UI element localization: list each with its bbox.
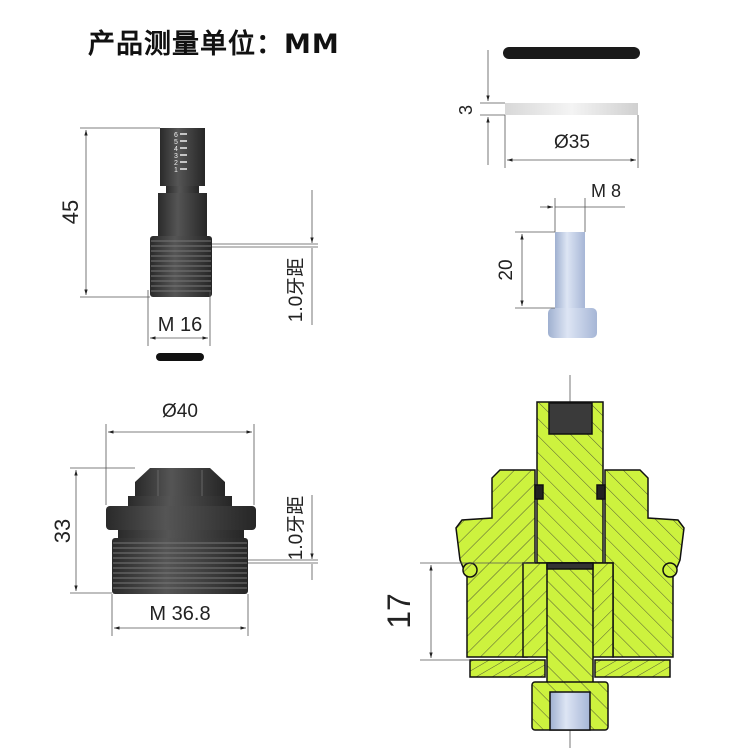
scale-mark: 5	[174, 139, 178, 146]
adjuster-dimensions	[80, 127, 318, 346]
cap-diameter-label: Ø40	[162, 401, 198, 422]
cap-thread-label: M 36.8	[149, 603, 210, 625]
o-ring-small	[156, 353, 204, 361]
washer-thickness-label: 3	[456, 105, 476, 115]
section-depth-label: 17	[381, 593, 417, 629]
washer-dimensions	[480, 50, 639, 168]
adjuster-pitch-label: 1.0牙距	[286, 258, 307, 322]
scale-mark: 3	[174, 153, 178, 160]
adjuster-thread-label: M 16	[158, 314, 202, 336]
scale-mark: 6	[174, 132, 178, 139]
adjuster-part: 6 5 4 3 2 1	[150, 128, 212, 361]
screw-length-label: 20	[496, 259, 517, 280]
washer	[505, 103, 638, 115]
cap-height-label: 33	[50, 519, 75, 543]
section-dimensions	[420, 562, 535, 661]
screw-thread-label: M 8	[591, 181, 621, 201]
cap-dimensions	[70, 424, 318, 636]
adjuster-length-label: 45	[58, 200, 83, 224]
screw-part	[548, 232, 597, 338]
scale-mark: 1	[174, 167, 178, 174]
o-ring-large	[503, 47, 640, 59]
washer-diameter-label: Ø35	[554, 132, 590, 153]
screw-dimensions	[515, 198, 625, 309]
scale-markings: 6 5 4 3 2 1	[174, 132, 187, 174]
cap-pitch-label: 1.0牙距	[286, 496, 307, 560]
page-title: 产品测量单位：MM	[88, 29, 340, 60]
cross-section	[455, 375, 685, 748]
cap-part	[106, 468, 256, 594]
scale-mark: 2	[174, 160, 178, 167]
scale-mark: 4	[174, 146, 178, 153]
